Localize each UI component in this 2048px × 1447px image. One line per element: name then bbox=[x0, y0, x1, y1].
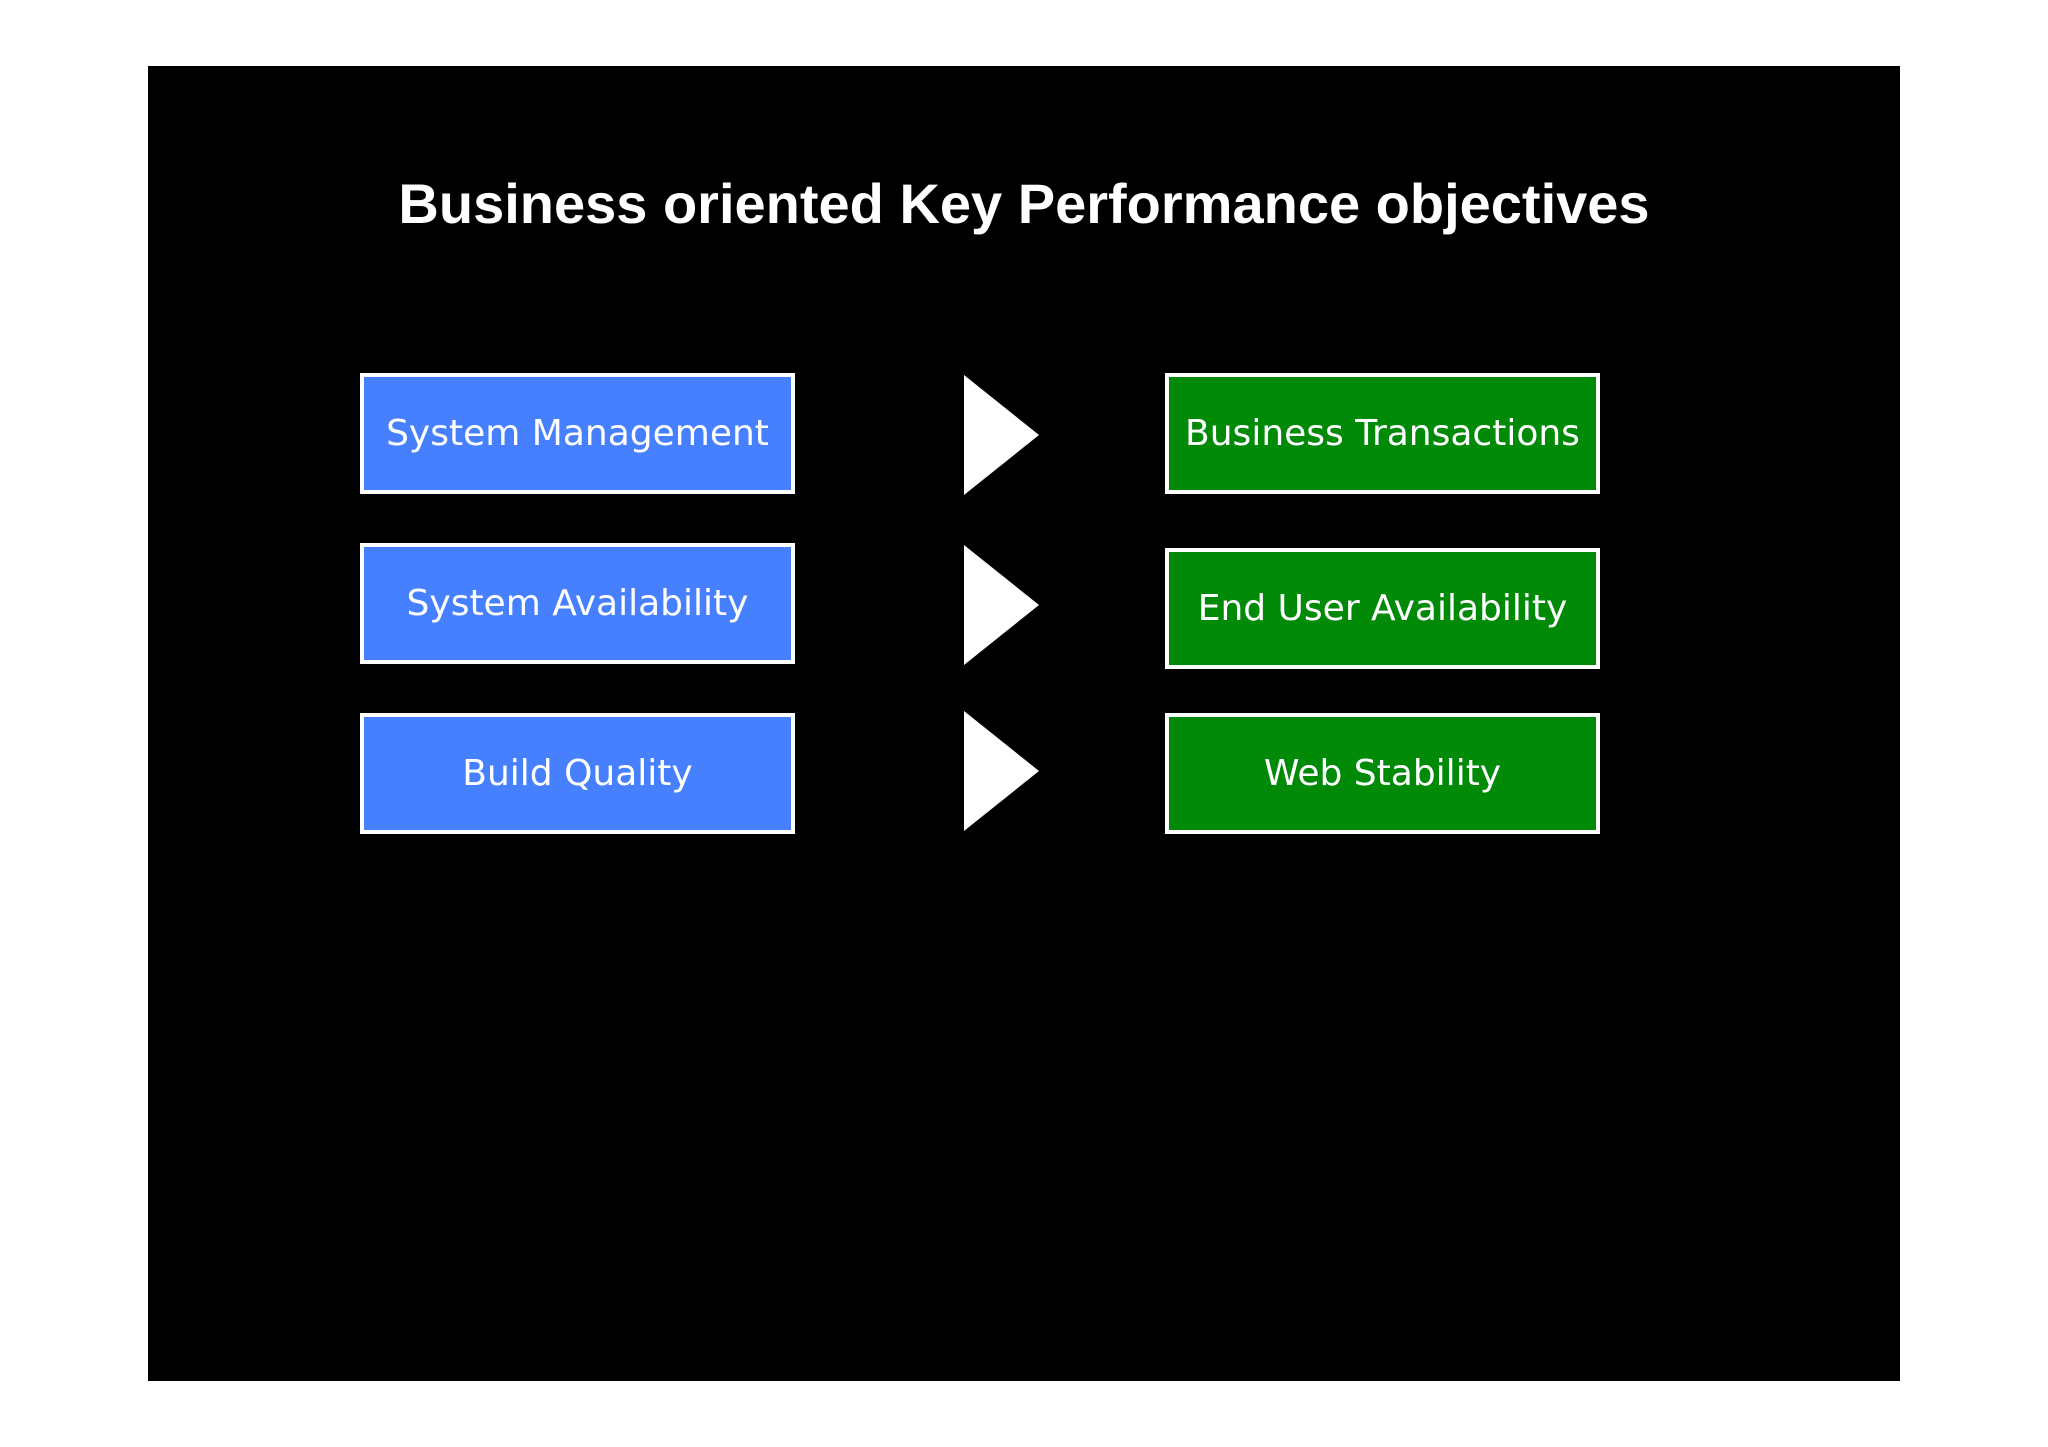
slide: Business oriented Key Performance object… bbox=[148, 66, 1900, 1381]
system-management-box: System Management bbox=[360, 373, 795, 494]
business-transactions-box: Business Transactions bbox=[1165, 373, 1600, 494]
right-arrow-icon bbox=[964, 375, 1039, 495]
right-arrow-icon bbox=[964, 711, 1039, 831]
right-arrow-icon bbox=[964, 545, 1039, 665]
slide-title: Business oriented Key Performance object… bbox=[398, 172, 1650, 235]
end-user-availability-box: End User Availability bbox=[1165, 548, 1600, 669]
system-availability-box: System Availability bbox=[360, 543, 795, 664]
web-stability-box: Web Stability bbox=[1165, 713, 1600, 834]
build-quality-box: Build Quality bbox=[360, 713, 795, 834]
